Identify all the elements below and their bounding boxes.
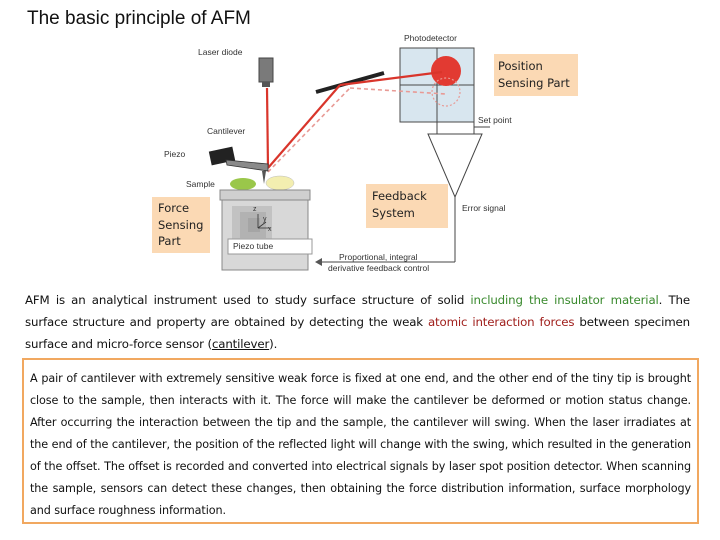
intro-highlight-green: including the insulator material: [470, 293, 659, 307]
intro-highlight-red: atomic interaction forces: [427, 315, 575, 329]
cantilever-label: Cantilever: [207, 126, 246, 136]
laser-diode-label: Laser diode: [198, 47, 243, 57]
sample-green: [230, 178, 256, 190]
sample-stage: [219, 189, 311, 201]
explanation-paragraph: A pair of cantilever with extremely sens…: [30, 372, 691, 517]
feedback-control-label-2: derivative feedback control: [328, 263, 430, 273]
position-sensing-label: Position Sensing Part: [494, 54, 578, 96]
cantilever: [225, 159, 269, 172]
laser-beam: [265, 70, 443, 169]
force-sensing-label: Force Sensing Part: [152, 197, 210, 253]
afm-diagram: [208, 47, 490, 271]
laser-diode: [258, 57, 274, 83]
axis-z-label: z: [253, 206, 257, 213]
feedback-system-label: Feedback System: [366, 184, 448, 228]
intro-text-3: between specimen surface and micro-force…: [25, 315, 690, 351]
intro-text-1: AFM is an analytical instrument used to …: [25, 293, 471, 307]
axis-x-label: x: [268, 226, 272, 233]
intro-text-4: ).: [269, 337, 278, 351]
intro-underline: cantilever: [211, 337, 270, 351]
intro-text-2: . The surface structure and property are…: [25, 293, 690, 329]
piezo-tube-label: Piezo tube: [233, 241, 274, 251]
sample-yellow: [265, 175, 295, 191]
set-point-label: Set point: [478, 115, 512, 125]
mirror: [315, 71, 385, 94]
piezo-label: Piezo: [164, 149, 186, 159]
page-title: The basic principle of AFM: [27, 8, 251, 29]
axis-y-label: y: [263, 216, 267, 223]
photodetector-quadrant: [399, 47, 475, 123]
feedback-control-label-1: Proportional, integral: [339, 252, 418, 262]
error-signal-label: Error signal: [462, 203, 506, 213]
sample-label: Sample: [186, 179, 215, 189]
intro-paragraph: AFM is an analytical instrument used to …: [25, 289, 690, 355]
photodetector-label: Photodetector: [404, 33, 457, 43]
explanation-box: A pair of cantilever with extremely sens…: [22, 358, 699, 524]
